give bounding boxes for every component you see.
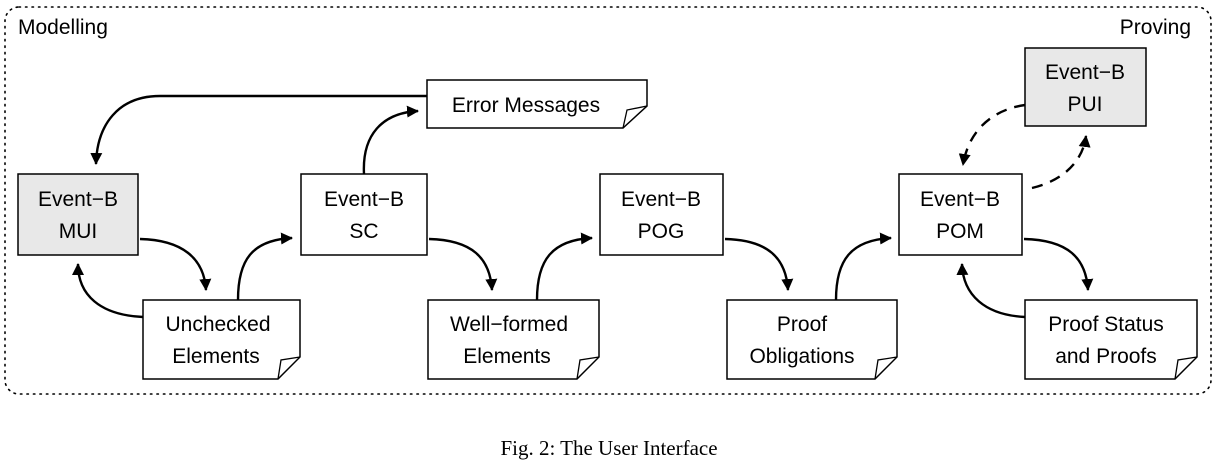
arrow-sc-to-errors: [362, 105, 419, 175]
svg-text:Event−B: Event−B: [920, 188, 1000, 211]
region-label-modelling: Modelling: [18, 16, 108, 39]
region-label-proving: Proving: [1120, 16, 1191, 39]
doc-unchecked-elements: Unchecked Elements: [142, 299, 301, 380]
figure-caption: Fig. 2: The User Interface: [500, 436, 717, 460]
svg-text:POG: POG: [638, 220, 685, 243]
svg-text:Proof Status: Proof Status: [1048, 313, 1164, 336]
svg-text:PUI: PUI: [1067, 93, 1102, 116]
svg-text:Proof: Proof: [777, 313, 827, 336]
svg-text:Event−B: Event−B: [1045, 61, 1125, 84]
svg-text:Event−B: Event−B: [621, 188, 701, 211]
node-pog: Event−B POG: [599, 173, 724, 256]
svg-text:Obligations: Obligations: [749, 345, 854, 368]
arrow-pom-to-status: [1023, 237, 1094, 291]
svg-text:Unchecked: Unchecked: [165, 313, 270, 336]
node-pom: Event−B POM: [898, 173, 1023, 256]
arrow-unchecked-to-sc: [236, 232, 293, 301]
arrow-mui-to-unchecked: [139, 237, 212, 291]
arrow-pui-to-pom-dashed: [958, 103, 1026, 166]
doc-proof-obligations: Proof Obligations: [726, 299, 898, 380]
doc-proof-status: Proof Status and Proofs: [1024, 299, 1198, 380]
arrow-wellformed-to-pog: [535, 232, 593, 301]
svg-text:Event−B: Event−B: [38, 188, 118, 211]
node-pui: Event−B PUI: [1024, 47, 1147, 127]
diagram-frame: [4, 6, 1212, 395]
doc-wellformed-elements: Well−formed Elements: [427, 299, 600, 380]
svg-text:Event−B: Event−B: [324, 188, 404, 211]
node-mui: Event−B MUI: [17, 173, 139, 256]
doc-error-messages: Error Messages: [426, 79, 648, 129]
arrow-errors-to-mui: [90, 94, 427, 165]
arrow-unchecked-to-mui: [72, 263, 144, 319]
svg-text:and Proofs: and Proofs: [1055, 345, 1157, 368]
svg-text:Elements: Elements: [463, 345, 551, 368]
svg-text:Elements: Elements: [172, 345, 260, 368]
arrow-obligations-to-pom: [834, 232, 892, 301]
arrow-pom-to-pui-dashed: [1031, 135, 1091, 190]
svg-text:MUI: MUI: [59, 220, 98, 243]
node-sc: Event−B SC: [300, 173, 428, 256]
svg-text:SC: SC: [349, 220, 378, 243]
arrow-sc-to-wellformed: [428, 237, 498, 291]
arrow-pog-to-obligations: [724, 237, 794, 291]
svg-text:Well−formed: Well−formed: [450, 313, 568, 336]
svg-text:Error Messages: Error Messages: [452, 94, 600, 117]
svg-text:POM: POM: [936, 220, 984, 243]
arrow-status-to-pom: [956, 263, 1026, 319]
